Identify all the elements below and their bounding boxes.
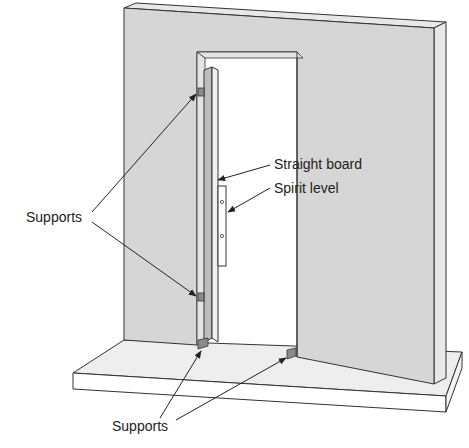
opening-edge — [297, 52, 298, 357]
support-label: Supports — [112, 418, 168, 434]
support-label: Supports — [26, 209, 82, 225]
straight-board — [212, 67, 218, 342]
wall-side — [434, 22, 446, 384]
leader-line — [218, 165, 270, 180]
board-side — [204, 67, 212, 342]
leader-line — [176, 358, 286, 420]
floor-slab-front — [73, 373, 446, 412]
leader-line — [92, 222, 196, 296]
floor-slab-side — [446, 352, 462, 412]
spirit-level — [218, 186, 226, 266]
wall-face — [124, 8, 434, 384]
leader-line — [92, 94, 196, 212]
part-label: Straight board — [274, 156, 362, 172]
floor-support — [287, 348, 296, 359]
floor-support — [198, 338, 208, 349]
level-vial — [220, 234, 223, 237]
opening-head — [197, 52, 303, 58]
support-block — [198, 293, 204, 301]
leader-line — [228, 188, 270, 212]
level-vial — [220, 200, 223, 203]
support-block — [198, 88, 204, 96]
leader-line — [160, 351, 201, 418]
part-label: Spirit level — [274, 180, 339, 196]
